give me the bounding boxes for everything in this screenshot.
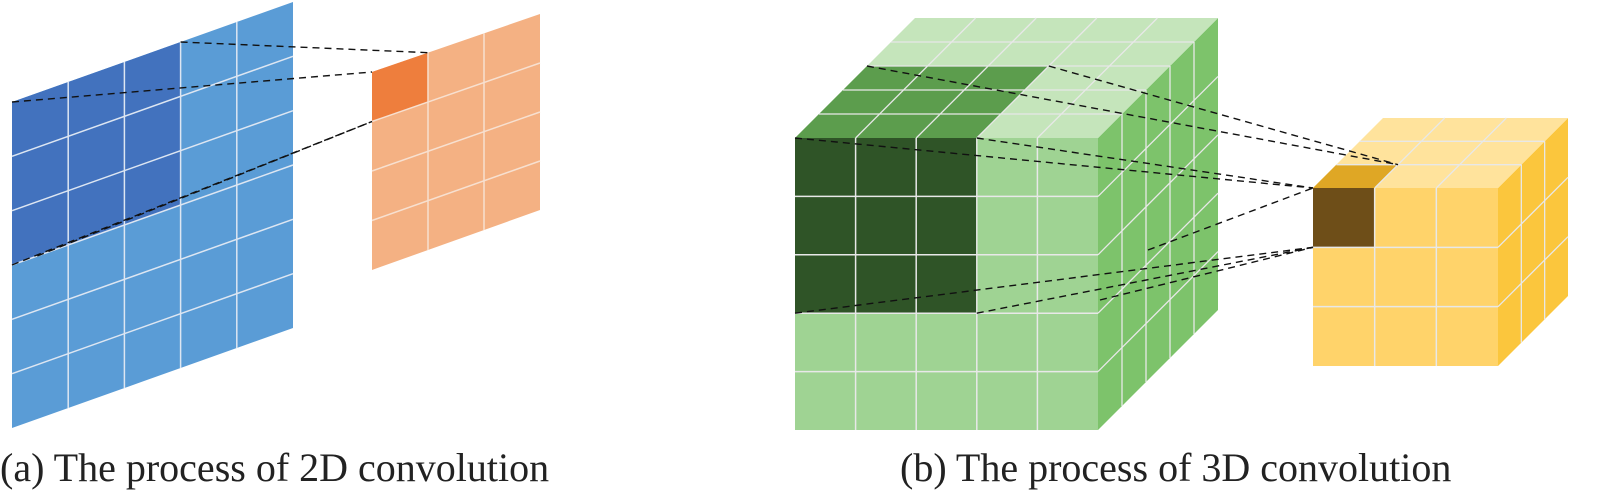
grid-line [11, 218, 294, 321]
projection-lines [794, 65, 1399, 314]
grid-line [371, 62, 541, 123]
grid-line [1097, 75, 1219, 197]
panel-2d-convolution [11, 2, 541, 428]
grid-line [855, 17, 977, 139]
projection-line [1099, 246, 1314, 301]
input-top-grid [819, 17, 1194, 139]
output-cell-highlight-top [1313, 164, 1398, 188]
projection-line [976, 137, 1314, 189]
grid-line [1497, 236, 1569, 308]
projection-line [1147, 187, 1314, 251]
output-side-grid [1497, 141, 1569, 343]
grid-line [1097, 192, 1219, 314]
projection-line [11, 71, 373, 103]
grid-line [1497, 176, 1569, 248]
input-front-grid [795, 138, 1098, 430]
grid-line [11, 164, 294, 266]
caption-2d: (a) The process of 2D convolution [0, 445, 550, 490]
input-side-face [1098, 18, 1218, 430]
panel-3d-convolution [794, 17, 1569, 430]
projection-line [37, 120, 373, 257]
projection-line [1048, 65, 1399, 166]
projection-line [794, 246, 1314, 314]
projection-line [794, 137, 1314, 189]
grid-line [11, 109, 294, 212]
grid-line [11, 272, 294, 375]
projection-line [976, 246, 1314, 314]
projection-line [180, 41, 429, 54]
grid-line [915, 17, 1037, 139]
grid-line [1097, 251, 1219, 373]
output-top-grid [1336, 117, 1545, 189]
grid-line [1036, 17, 1158, 139]
output-front-grid [1313, 188, 1498, 366]
grid-line [1435, 117, 1507, 189]
kernel-top-face [795, 66, 1049, 138]
output-grid [371, 33, 541, 250]
output-cell-highlight [372, 52, 428, 122]
grid-line [11, 55, 294, 158]
output-cell-highlight [1313, 188, 1375, 248]
output-side-face [1498, 118, 1568, 366]
projection-lines [11, 41, 429, 266]
kernel-front-face [795, 138, 977, 314]
grid-line [1097, 134, 1219, 256]
grid-line [371, 160, 541, 222]
kernel-window [12, 42, 181, 265]
input-volume [795, 17, 1219, 430]
input-grid [11, 22, 294, 408]
grid-line [371, 111, 541, 172]
projection-line [11, 120, 373, 266]
output-volume [1313, 117, 1569, 366]
projection-line [866, 65, 1399, 166]
input-feature-map [11, 2, 294, 428]
grid-line [976, 17, 1098, 139]
grid-line [1374, 117, 1446, 189]
output-feature-map [371, 14, 541, 270]
input-side-grid [1097, 42, 1219, 406]
caption-3d: (b) The process of 3D convolution [900, 445, 1452, 490]
